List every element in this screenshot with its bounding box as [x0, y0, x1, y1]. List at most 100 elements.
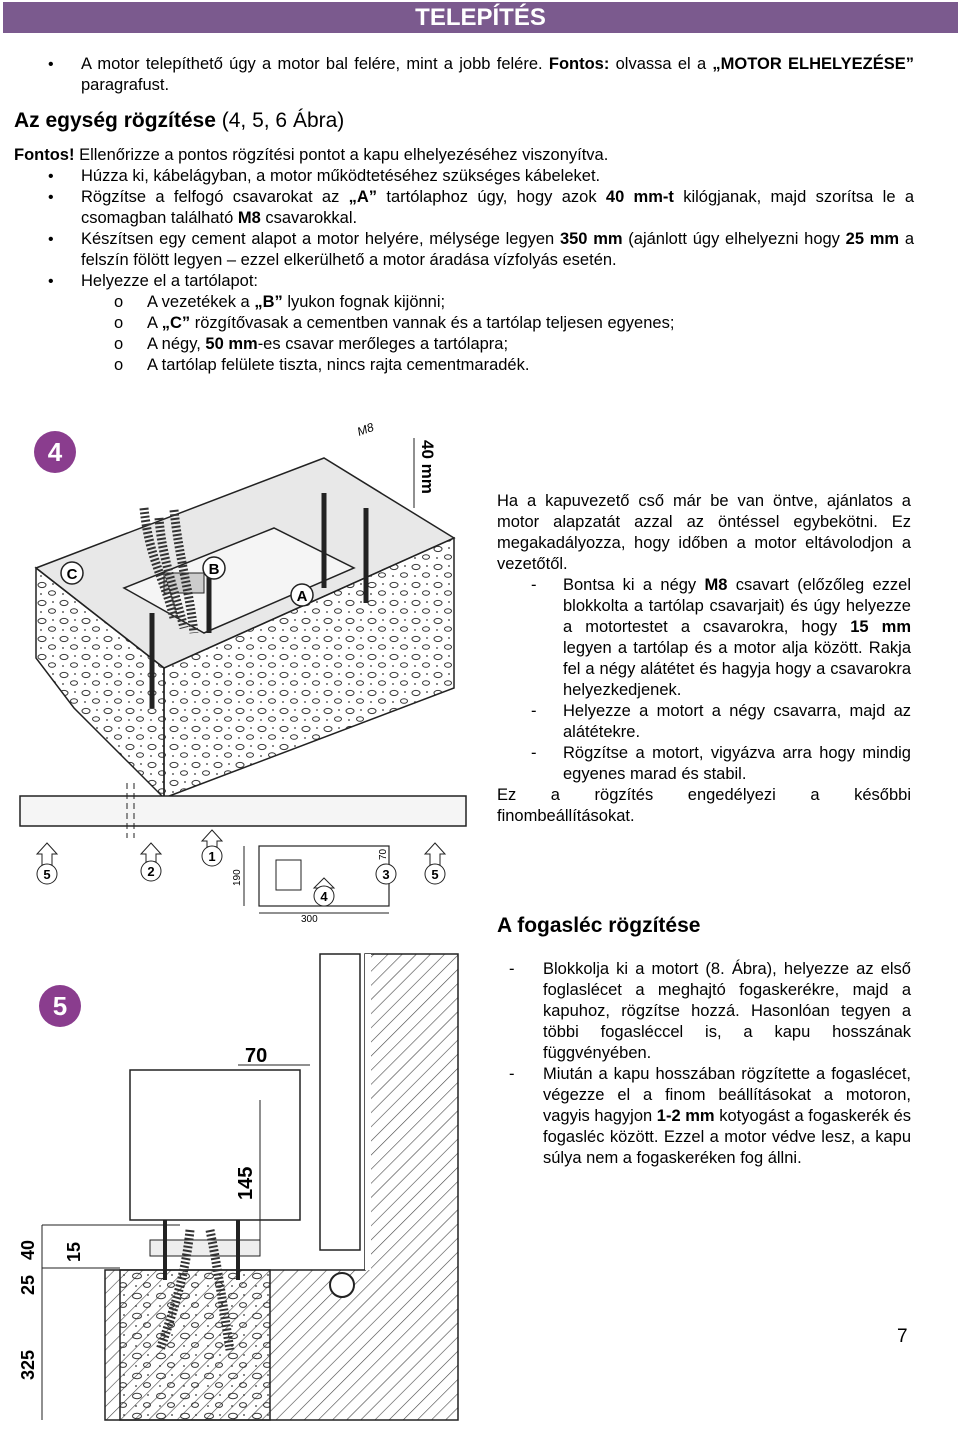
text-bold: 350 mm	[559, 230, 623, 248]
text: olvassa el a	[609, 55, 713, 73]
text: A vezetékek a	[147, 293, 255, 311]
text: tartólaphoz úgy, hogy azok	[377, 188, 606, 206]
cable	[155, 1229, 195, 1352]
text: A	[147, 314, 162, 332]
dash-item: Miután a kapu hosszában rögzítette a fog…	[497, 1064, 911, 1169]
dim-145: 145	[235, 1167, 257, 1200]
text: (ajánlott úgy elhelyezni hogy	[622, 230, 846, 248]
text: Rögzítse a motort, vigyázva arra hogy mi…	[563, 744, 911, 783]
dash-item: Bontsa ki a négy M8 csavart (előzőleg ez…	[497, 575, 911, 701]
dim-300: 300	[301, 914, 318, 925]
text: A tartólap felülete tiszta, nincs rajta …	[147, 356, 530, 374]
label-a: A	[297, 588, 308, 605]
text: Bontsa ki a négy	[563, 576, 705, 594]
arrow-label: 5	[431, 867, 438, 882]
paragraph-line: Ez a rögzítés engedélyezi a későbbi	[497, 786, 911, 804]
concrete-base	[119, 1269, 271, 1421]
text-bold: „MOTOR ELHELYEZÉSE”	[712, 55, 914, 73]
bullet-tartolap: Helyezze el a tartólapot:	[14, 271, 914, 292]
text-bold: „B”	[254, 293, 283, 311]
dim-70: 70	[245, 1045, 267, 1067]
figure-4-number: 4	[48, 437, 63, 467]
right-column-1: Ha a kapuvezető cső már be van öntve, aj…	[497, 491, 911, 827]
page-number: 7	[897, 1326, 908, 1347]
dash-item: Helyezze a motort a négy csavarra, majd …	[497, 701, 911, 743]
figure-5: 5 70 145 40 15 25 325	[18, 953, 459, 1421]
text-bold: Fontos:	[548, 55, 610, 73]
text: Miután a kapu hosszában rögzítette a fog…	[543, 1065, 911, 1125]
text: Rögzítse a felfogó csavarokat az	[81, 188, 349, 206]
figure-4-badge	[34, 431, 76, 473]
dim-15: 15	[64, 1242, 84, 1262]
dash-item: Rögzítse a motort, vigyázva arra hogy mi…	[497, 743, 911, 785]
text: A motor telepíthető úgy a motor bal felé…	[81, 55, 549, 73]
paragraph-line: finombeállításokat.	[497, 807, 635, 825]
text-bold: M8	[704, 576, 728, 594]
gate-leaf	[319, 953, 361, 1251]
text: rözgítővasak a cementben vannak és a tar…	[190, 314, 675, 332]
text-bold: „C”	[161, 314, 191, 332]
text: Helyezze el a tartólapot:	[81, 272, 259, 290]
text: lyukon fognak kijönni;	[282, 293, 446, 311]
text-bold: „A”	[348, 188, 378, 206]
page-header: TELEPÍTÉS	[3, 2, 958, 33]
header-title: TELEPÍTÉS	[415, 4, 546, 31]
arrow-3: 3	[375, 863, 397, 885]
arrow-5-right: 5	[423, 842, 447, 885]
text: csavart (előzőleg ezzel blokkolta a tart…	[563, 576, 911, 636]
motor-body	[129, 1069, 301, 1221]
text: Helyezze a motort a négy csavarra, majd …	[563, 702, 911, 741]
arrow-2: 2	[139, 842, 163, 882]
dim-190: 190	[232, 869, 243, 886]
figure-5-badge	[39, 985, 81, 1027]
dim-70: 70	[378, 848, 389, 860]
arrow-5-left: 5	[35, 842, 59, 885]
arrow-label: 2	[147, 864, 154, 879]
arrow-label: 3	[382, 867, 389, 882]
gate-wheel	[329, 1272, 355, 1298]
text-bold: M8	[237, 209, 261, 227]
sub-item: A „C” rözgítővasak a cementben vannak és…	[14, 313, 914, 334]
text-bold: 1-2 mm	[656, 1107, 715, 1125]
dim-25: 25	[18, 1275, 38, 1295]
bullet-cement: Készítsen egy cement alapot a motor hely…	[14, 229, 914, 271]
dim-40: 40	[18, 1240, 38, 1260]
text: legyen a tartólap és a motor alja között…	[563, 639, 911, 699]
text: Blokkolja ki a motort (8. Ábra), helyezz…	[543, 960, 911, 1062]
dash-item: Blokkolja ki a motort (8. Ábra), helyezz…	[497, 959, 911, 1064]
section-title-rogzites: Az egység rögzítése (4, 5, 6 Ábra)	[14, 108, 914, 134]
text: (4, 5, 6 Ábra)	[215, 109, 345, 132]
label-m8: M8	[355, 420, 376, 439]
text: Készítsen egy cement alapot a motor hely…	[81, 230, 560, 248]
section-title-fogasleck: A fogasléc rögzítése	[497, 914, 701, 937]
slab-right	[163, 536, 455, 800]
text: paragrafust.	[81, 76, 170, 94]
slab-front	[35, 566, 165, 800]
text: a felszín fölött legyen – ezzel elkerülh…	[81, 230, 915, 269]
arrow-4: 4	[312, 877, 336, 907]
bullet-kabel: Húzza ki, kábelágyban, a motor működteté…	[14, 166, 914, 187]
sub-item: A tartólap felülete tiszta, nincs rajta …	[14, 355, 914, 376]
cable	[139, 507, 179, 620]
text: -es csavar merőleges a tartólapra;	[257, 335, 509, 353]
dim-325: 325	[18, 1350, 38, 1380]
text-bold: 40 mm-t	[605, 188, 674, 206]
bullet-csavarok: Rögzítse a felfogó csavarokat az „A” tar…	[14, 187, 914, 229]
section-base	[19, 795, 467, 827]
text: Húzza ki, kábelágyban, a motor működteté…	[81, 167, 601, 185]
text-bold: 50 mm	[205, 335, 258, 353]
figure-5-number: 5	[53, 991, 67, 1021]
label-40mm: 40 mm	[418, 440, 437, 494]
sub-item: A négy, 50 mm-es csavar merőleges a tart…	[14, 334, 914, 355]
cable	[205, 1229, 235, 1351]
arrow-1: 1	[200, 829, 224, 867]
text: Ellenőrizze a pontos rögzítési pontot a …	[74, 146, 609, 164]
label-b: B	[209, 561, 220, 578]
text: kotyogást a fogaskerék és fogasléc közöt…	[543, 1107, 911, 1167]
text: kilógjanak, majd szorítsa le a csomagban…	[81, 188, 915, 227]
cable	[154, 517, 189, 630]
label-c: C	[67, 566, 78, 583]
paragraph: Ha a kapuvezető cső már be van öntve, aj…	[497, 492, 911, 573]
intro-bullet: A motor telepíthető úgy a motor bal felé…	[14, 54, 914, 96]
right-column-2: A fogasléc rögzítése Blokkolja ki a moto…	[497, 913, 911, 1169]
